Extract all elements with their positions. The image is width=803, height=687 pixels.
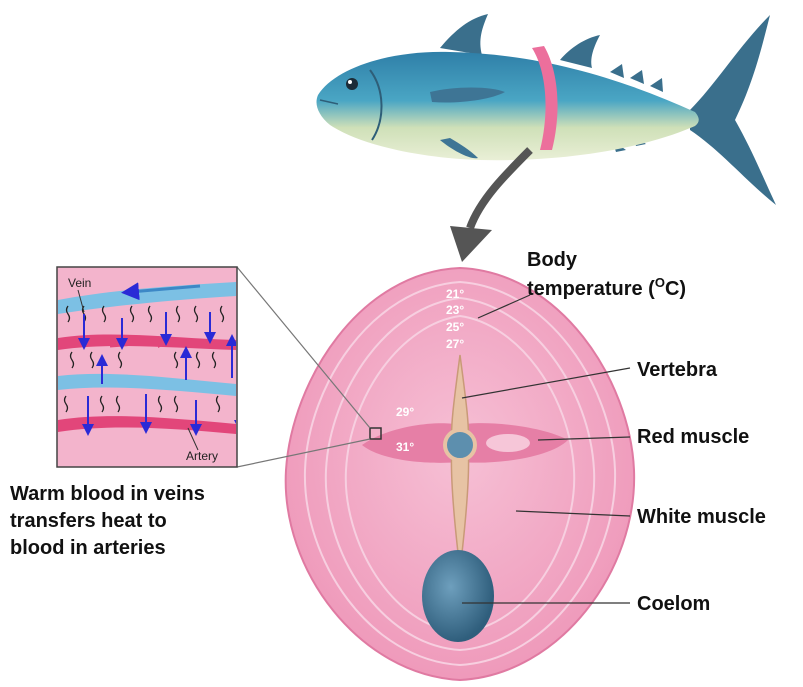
temp-31: 31°	[396, 440, 414, 454]
coelom-cavity	[422, 550, 494, 642]
red-muscle-highlight	[486, 434, 530, 452]
label-coelom: Coelom	[637, 593, 710, 615]
label-vertebra: Vertebra	[637, 359, 718, 381]
label-white-muscle: White muscle	[637, 506, 766, 528]
fish-eye-highlight	[348, 80, 352, 84]
vertebra-centrum	[445, 430, 475, 460]
section-arrow	[450, 150, 530, 262]
second-dorsal-fin	[560, 35, 600, 68]
label-artery: Artery	[186, 449, 218, 463]
caption: Warm blood in veins transfers heat to bl…	[10, 483, 205, 559]
countercurrent-inset: Vein Artery	[57, 267, 240, 467]
caption-line-2: transfers heat to	[10, 510, 167, 532]
label-vein: Vein	[68, 276, 91, 290]
temp-29: 29°	[396, 405, 414, 419]
tuna-cross-section: 21° 23° 25° 27° 29° 31°	[286, 268, 634, 680]
caption-line-1: Warm blood in veins	[10, 483, 205, 505]
temp-27: 27°	[446, 337, 464, 351]
tail-fin	[690, 15, 776, 205]
temp-21: 21°	[446, 287, 464, 301]
dorsal-fin	[440, 14, 488, 55]
label-body: Body	[527, 249, 578, 271]
temp-23: 23°	[446, 303, 464, 317]
caption-line-3: blood in arteries	[10, 537, 166, 559]
tuna-fish-illustration	[317, 14, 777, 205]
fish-eye	[346, 78, 358, 90]
temp-25: 25°	[446, 320, 464, 334]
label-red-muscle: Red muscle	[637, 426, 749, 448]
label-temperature: temperature (OC)	[527, 275, 686, 300]
